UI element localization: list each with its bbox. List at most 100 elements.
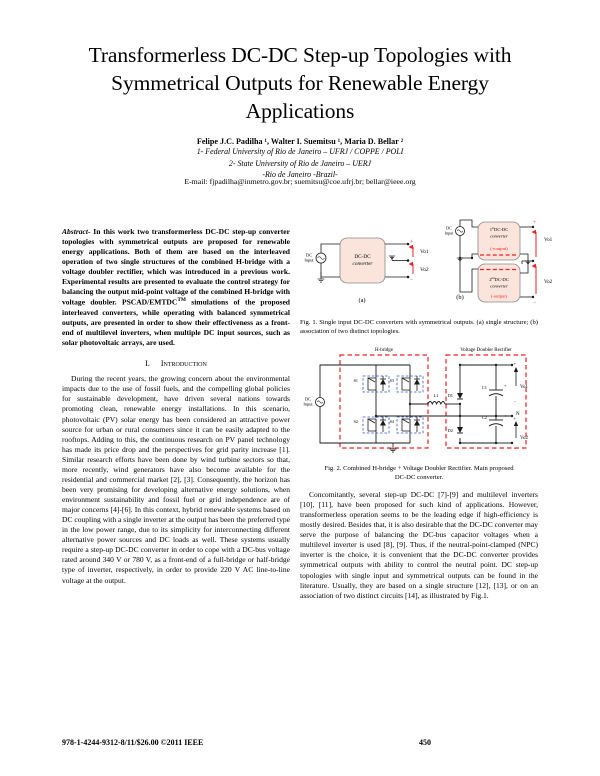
section-numeral: I.	[145, 359, 150, 369]
fig1b-block1-label-1: 1stDC-DC	[490, 226, 509, 232]
fig2-source-label-2: Input	[303, 402, 313, 407]
fig2-hbridge-boundary	[339, 354, 429, 449]
page-title: Transformerless DC-DC Step-up Topologies…	[88, 43, 512, 123]
fig2-diode-d1-label: D1	[448, 393, 453, 398]
fig2-neutral-label: N	[516, 412, 520, 417]
right-paragraph-1: Concomitantly, several step-up DC-DC [7]…	[300, 490, 538, 600]
fig2-term-top	[510, 363, 514, 367]
footer-page-number: 450	[419, 738, 431, 747]
fig2-output-vo1: Vo1	[520, 385, 528, 390]
figure-2-svg: H-bridge Voltage Doubler Rectifier DC In…	[303, 348, 528, 453]
fig2-inductor-icon	[427, 401, 446, 406]
fig2-switch-s1-label: S1	[354, 378, 358, 383]
fig2-wires	[319, 364, 512, 444]
fig1a-source-label-2: Input	[304, 258, 314, 263]
fig1b-block1-label-3: (+output)	[490, 246, 508, 251]
fig2-vo1-plus: +	[514, 361, 517, 366]
author-list: Felipe J.C. Padilha ¹, Walter I. Suemits…	[62, 136, 538, 147]
fig1a-output-vo1: Vo1	[420, 249, 429, 255]
fig1b-subcaption: (b)	[456, 294, 463, 301]
fig1b-node-2	[470, 256, 474, 260]
left-column: Abstract- In this work two transformerle…	[62, 227, 290, 586]
fig2-switch-s2: S2	[354, 416, 390, 434]
fig2-node-c2-bot	[494, 441, 498, 445]
fig1a-converter-block	[339, 237, 386, 284]
fig1a-terminal-pos	[406, 242, 410, 246]
fig2-switch-s1: S1	[354, 375, 390, 393]
fig1b-source-label-2: Input	[445, 231, 455, 236]
fig2-node-ac	[458, 402, 462, 406]
fig2-vo1-minus: -	[514, 399, 516, 404]
fig2-inductor-label: L1	[433, 393, 439, 398]
fig2-switch-s2-label: S2	[354, 419, 358, 424]
fig1b-terminal-mid	[531, 259, 535, 263]
fig2-node-leg-a	[374, 414, 378, 418]
fig2-capacitor-c2: C2 +	[482, 413, 507, 427]
fig2-switch-s4-label: S4	[390, 419, 395, 424]
fig2-diode-d2: D2	[448, 427, 463, 434]
figure-1-svg: DC-DC converter DC Input	[304, 219, 553, 306]
fig1a-midpoint-ground-icon	[388, 255, 396, 261]
affiliation-2: 2- State University of Rio de Janeiro – …	[228, 158, 372, 168]
fig1-subfigure-a: DC-DC converter DC Input	[304, 237, 429, 304]
fig2-term-bottom	[510, 441, 514, 445]
fig2-diode-d1: D1	[448, 393, 463, 400]
fig2-label-vdr: Voltage Doubler Rectifier	[460, 348, 512, 353]
fig1b-node-1	[458, 256, 462, 260]
fig1b-block2-label-1: 2ndDC-DC	[489, 276, 509, 282]
fig1b-block2-label-3: (-output)	[491, 294, 508, 299]
intro-paragraph-1: During the recent years, the growing con…	[62, 374, 290, 585]
fig2-switch-s4: S4	[390, 416, 424, 434]
fig2-node-bottom	[458, 441, 462, 445]
fig1b-terminal-pos	[531, 225, 535, 229]
fig1a-output-vo2: Vo2	[420, 267, 429, 273]
fig2-node-c-mid	[494, 414, 498, 418]
fig2-ground-icon	[389, 443, 397, 453]
fig2-node-top	[458, 363, 462, 367]
affiliation-block: 1- Federal University of Rio de Janeiro …	[62, 146, 538, 181]
fig2-source-label-1: DC	[305, 397, 311, 402]
affiliation-1: 1- Federal University of Rio de Janeiro …	[196, 147, 404, 156]
fig2-vo2-plus: +	[514, 416, 517, 421]
fig2-c1-plus: +	[504, 383, 507, 388]
fig1b-output-vo1: Vo1	[544, 237, 553, 243]
fig2-switch-s3-label: S3	[390, 378, 394, 383]
figure-2-caption: Fig. 2. Combined H-bridge + Voltage Doub…	[300, 465, 538, 483]
figure-2-caption-line-2: DC-DC converter.	[394, 473, 444, 481]
fig1b-midpoint-ground-icon	[524, 260, 532, 264]
fig1b-terminal-neg	[531, 295, 535, 299]
figure-1-caption: Fig. 1. Single input DC-DC converters wi…	[300, 319, 538, 335]
fig2-c2-plus: +	[504, 413, 507, 418]
fig2-term-neutral	[510, 414, 514, 418]
fig1a-plus-sign: +	[410, 240, 414, 246]
fig1a-subcaption: (a)	[358, 297, 365, 304]
section-heading-introduction: I. Introduction	[62, 359, 290, 368]
abstract-paragraph: Abstract- In this work two transformerle…	[62, 227, 290, 348]
fig2-vdr-boundary	[445, 354, 527, 449]
fig1a-terminal-neg	[406, 275, 410, 279]
fig1b-source-label-1: DC	[446, 226, 452, 231]
abstract-text-1: In this work two transformerless DC-DC s…	[62, 227, 290, 307]
footer-isbn: 978-1-4244-9312-8/11/$26.00 ©2011 IEEE	[62, 738, 204, 747]
fig2-capacitor-c1-label: C1	[482, 385, 487, 390]
fig1b-converter-2-block	[477, 263, 521, 303]
fig1b-block2-label-2: converter	[490, 284, 508, 289]
fig2-node-neutral	[458, 414, 462, 418]
section-title: Introduction	[160, 359, 207, 369]
fig1a-minus-sign: −	[410, 278, 414, 284]
fig1a-block-label-2: converter	[353, 261, 374, 267]
fig2-capacitor-c2-label: C2	[482, 415, 487, 420]
fig1b-block1-label-2: converter	[490, 234, 508, 239]
fig1a-source-label-1: DC	[306, 253, 312, 258]
affiliation-location: -Rio de Janeiro -Brazil-	[262, 170, 338, 180]
figure-2: H-bridge Voltage Doubler Rectifier DC In…	[300, 345, 538, 463]
fig1b-plus-sign: +	[533, 220, 537, 226]
fig2-vo2-minus: -	[514, 446, 516, 451]
abstract-superscript: TM	[177, 297, 186, 304]
fig2-node-leg-b	[408, 402, 412, 406]
fig2-node-c1-top	[494, 363, 498, 367]
fig1b-minus-sign: −	[533, 300, 537, 306]
fig2-diode-d2-label: D2	[448, 428, 453, 433]
fig2-capacitor-c1: C1 +	[482, 383, 507, 397]
